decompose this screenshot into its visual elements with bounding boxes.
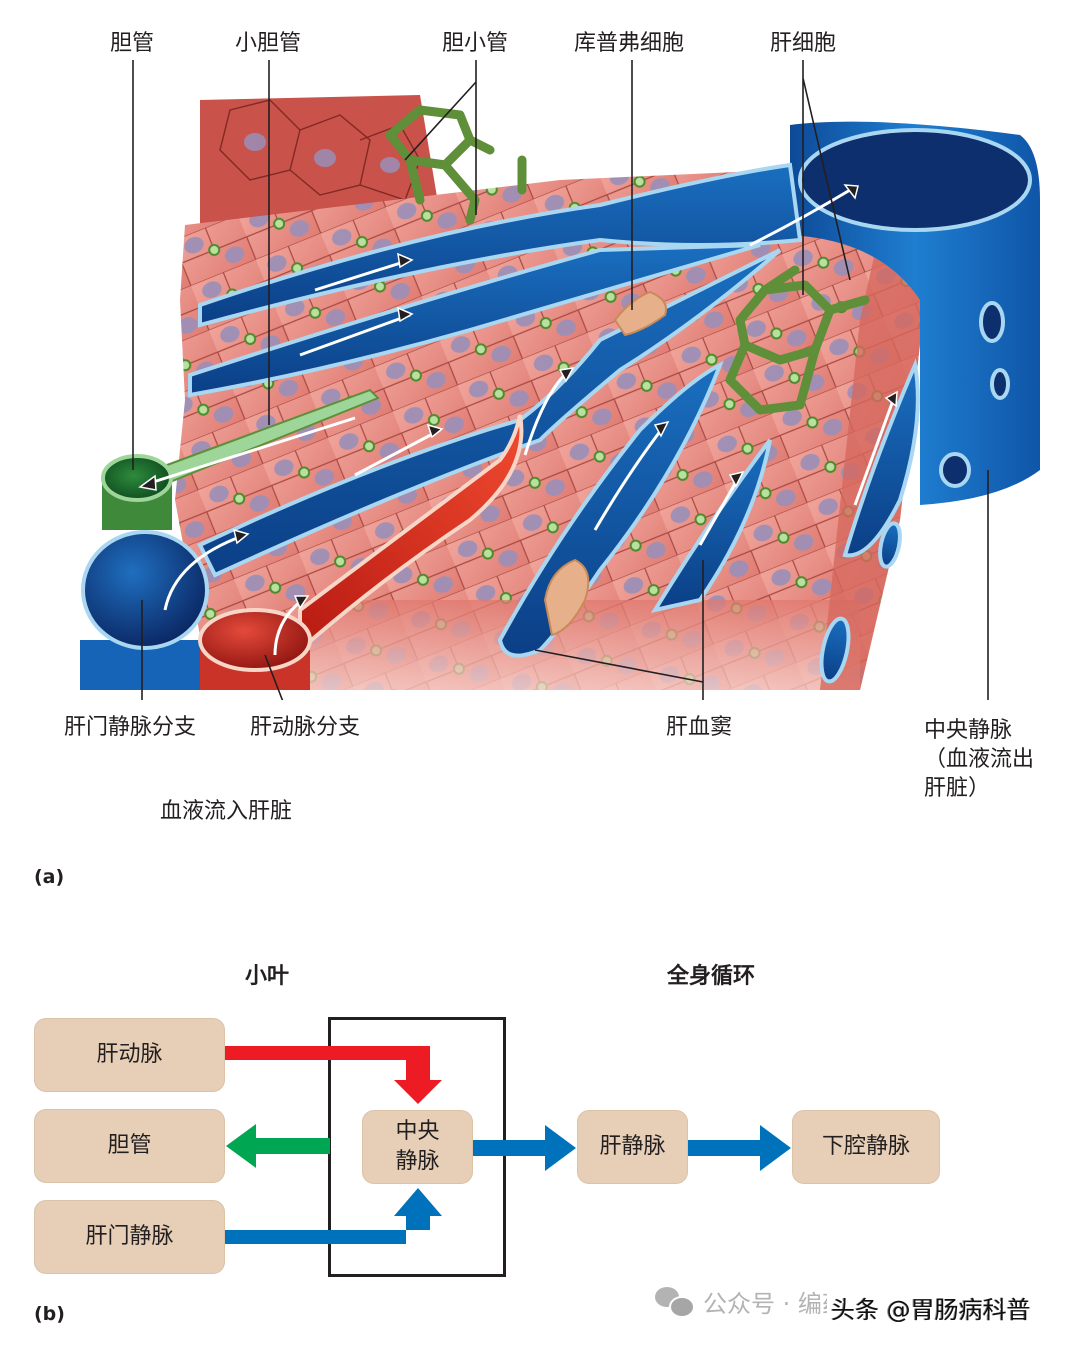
label-blood-in: 血液流入肝脏 [160, 799, 293, 824]
box-bile-duct: 胆管 [34, 1109, 225, 1183]
box-central-vein-line2: 静脉 [395, 1149, 440, 1174]
wechat-icon [655, 1286, 695, 1318]
leader-sinusoid [534, 560, 704, 700]
header-lobule: 小叶 [245, 964, 290, 989]
header-systemic-circulation: 全身循环 [667, 964, 756, 989]
portal-vein-branch [81, 530, 209, 650]
sinusoid-top [198, 162, 803, 328]
liver-lobule-illustration [80, 60, 1040, 700]
leader-hepatic-artery [264, 654, 284, 700]
arrow-hepatic-vein-to-ivc [688, 1125, 791, 1171]
box-central-vein-line1: 中央 [395, 1119, 440, 1144]
box-hepatic-artery: 肝动脉 [34, 1018, 225, 1092]
label-hepatic-artery-branch: 肝动脉分支 [250, 715, 361, 740]
box-hepatic-vein: 肝静脉 [577, 1110, 688, 1184]
watermark-toutiao: 头条 @胃肠病科普 [827, 1290, 1035, 1325]
arrow-central-to-hepatic-vein [472, 1125, 576, 1171]
artery-channel [298, 414, 524, 655]
label-kupffer-cell: 库普弗细胞 [574, 31, 685, 56]
label-bile-canaliculi: 胆小管 [442, 31, 509, 56]
label-sinusoid: 肝血窦 [666, 715, 733, 740]
label-central-vein-line3: 肝脏） [924, 776, 991, 801]
panel-a-tag: (a) [34, 866, 65, 888]
sinusoid-right-edge [842, 358, 920, 558]
label-central-vein-line2: （血液流出 [924, 747, 1035, 772]
arrow-portal-to-central [224, 1188, 442, 1244]
box-portal-vein: 肝门静脉 [34, 1200, 225, 1274]
label-central-vein: 中央静脉 （血液流出 肝脏） [924, 716, 1034, 803]
leader-hepatocyte [802, 60, 851, 295]
leader-bile-canaliculi [404, 60, 477, 215]
box-central-vein: 中央 静脉 [362, 1110, 473, 1184]
label-bile-ductule: 小胆管 [235, 31, 302, 56]
kupffer-cell-2 [543, 558, 590, 637]
sinusoid-middle [188, 243, 761, 398]
arrow-artery-to-central [224, 1046, 442, 1104]
label-central-vein-line1: 中央静脉 [924, 718, 1013, 743]
label-hepatocyte: 肝细胞 [770, 31, 837, 56]
label-bile-duct: 胆管 [110, 31, 155, 56]
label-portal-vein-branch: 肝门静脉分支 [64, 715, 197, 740]
panel-b-tag: (b) [34, 1303, 65, 1325]
box-inferior-vena-cava: 下腔静脉 [792, 1110, 940, 1184]
arrow-central-to-bile [226, 1124, 330, 1168]
